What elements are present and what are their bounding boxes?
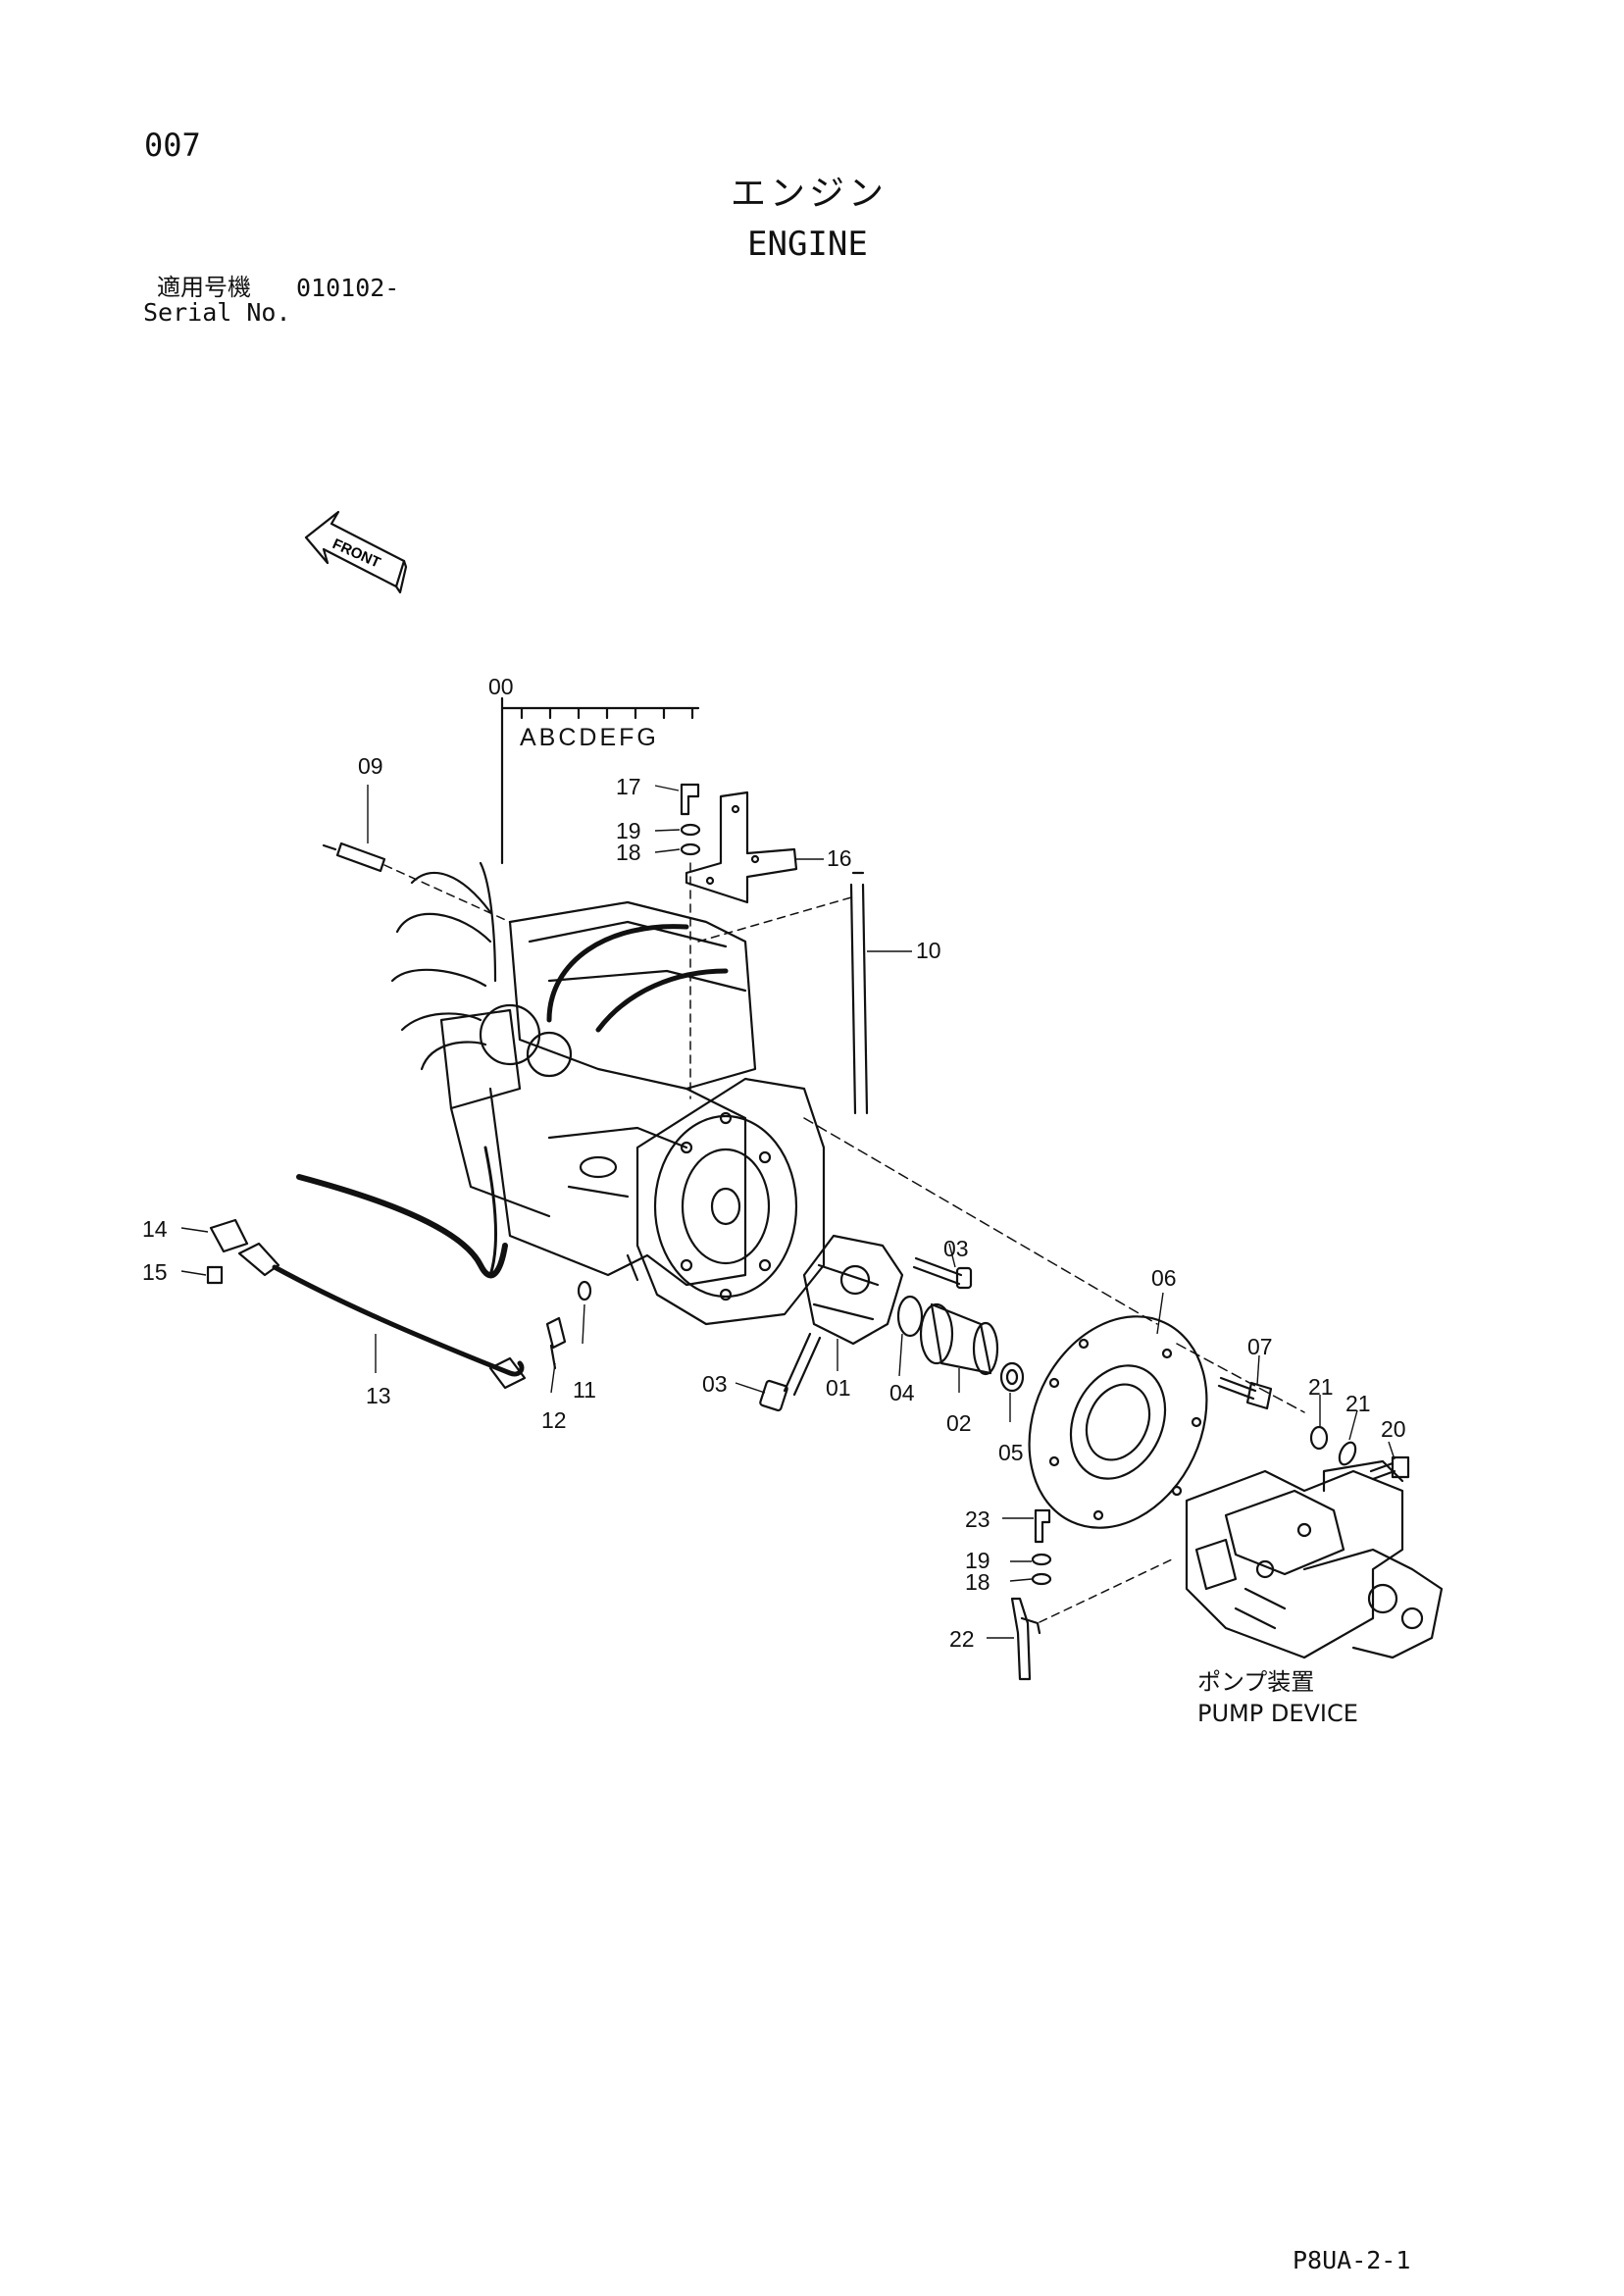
callout-05: 05 (998, 1440, 1024, 1465)
callout-14: 14 (142, 1216, 168, 1242)
callout-18: 18 (616, 840, 641, 865)
serial-number-value: 010102- (296, 274, 400, 302)
pump-device (1185, 1459, 1444, 1659)
callout-19-lower: 19 (965, 1548, 990, 1573)
callout-21-right: 21 (1345, 1391, 1371, 1416)
callout-03-lower: 03 (702, 1371, 728, 1397)
assembly-variants: ABCDEFG (520, 724, 659, 751)
callout-10: 10 (916, 938, 941, 963)
front-arrow-icon (304, 510, 408, 594)
part-16-bracket (685, 791, 798, 904)
engine-block (296, 861, 826, 1326)
callout-22: 22 (949, 1626, 975, 1652)
part-01-coupling (802, 1234, 904, 1346)
callout-12: 12 (541, 1407, 567, 1433)
part-10-rod (849, 883, 869, 1115)
callout-21-left: 21 (1308, 1374, 1334, 1400)
callout-07: 07 (1247, 1334, 1273, 1359)
callout-04: 04 (889, 1380, 915, 1405)
callout-02: 02 (946, 1410, 972, 1436)
callout-00: 00 (488, 674, 514, 699)
pump-device-label-japanese: ポンプ装置 (1197, 1668, 1315, 1696)
serial-label-japanese: 適用号機 (157, 274, 251, 301)
callout-16: 16 (827, 845, 852, 871)
part-09-sensor (322, 842, 511, 923)
callout-20: 20 (1381, 1416, 1406, 1442)
document-code: P8UA-2-1 (1293, 2246, 1411, 2274)
callout-15: 15 (142, 1259, 168, 1285)
callout-09: 09 (358, 753, 383, 779)
callout-13: 13 (366, 1383, 391, 1408)
callout-11: 11 (573, 1377, 596, 1403)
serial-label: Serial No. (143, 298, 291, 327)
callout-06: 06 (1151, 1265, 1177, 1291)
callout-18-lower: 18 (965, 1569, 990, 1595)
pump-device-label: PUMP DEVICE (1197, 1700, 1358, 1727)
callout-01: 01 (826, 1375, 851, 1401)
page-title: ENGINE (747, 225, 868, 264)
page-number: 007 (144, 127, 201, 164)
callout-17: 17 (616, 774, 641, 799)
title-japanese: エンジン (731, 174, 888, 214)
part-06-housing-plate (1028, 1315, 1208, 1529)
callout-23: 23 (965, 1506, 990, 1532)
callout-19: 19 (616, 818, 641, 843)
callout-03-upper: 03 (943, 1236, 969, 1261)
